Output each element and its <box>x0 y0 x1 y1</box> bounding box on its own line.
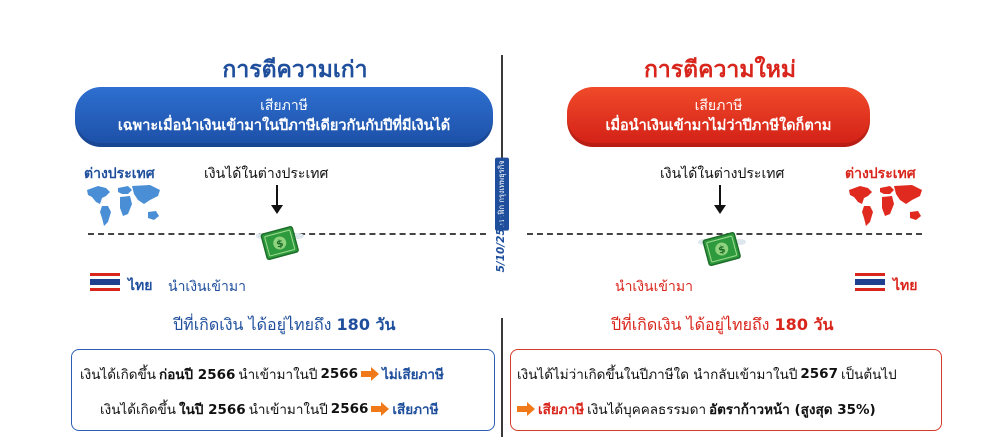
abroad-label-right: ต่างประเทศ <box>845 166 916 182</box>
old-example-row: เงินได้เกิดขึ้นในปี 2566 นำเข้ามาในปี 25… <box>100 398 439 420</box>
old-rule-banner-line1: เสียภาษี <box>260 98 308 114</box>
residency-condition-left: ปีที่เกิดเงิน ได้อยู่ไทยถึง 180 วัน <box>173 313 395 338</box>
row-bold: อัตราก้าวหน้า (สูงสุด 35%) <box>709 402 876 418</box>
row-text: เงินได้บุคคลธรรมดา <box>587 402 707 418</box>
down-arrow-icon <box>271 185 283 214</box>
money-bill-icon: $ <box>698 232 746 267</box>
old-rule-banner-line2: เฉพาะเมื่อนำเงินเข้ามาในปีภาษีเดียวกันกั… <box>117 118 451 134</box>
residency-text: ปีที่เกิดเงิน ได้อยู่ไทยถึง <box>173 315 332 334</box>
right-arrow-icon <box>371 402 390 416</box>
income-abroad-left: เงินได้ในต่างประเทศ <box>204 166 329 182</box>
new-example-row: เงินได้ไม่ว่าเกิดขึ้นในปีภาษีใด นำกลับเข… <box>517 363 897 385</box>
residency-days: 180 วัน <box>774 315 834 334</box>
right-arrow-icon <box>517 402 535 416</box>
residency-days: 180 วัน <box>336 315 396 334</box>
timeline-dash-right <box>527 233 922 235</box>
thailand-label-right: ไทย <box>893 278 918 294</box>
world-map-icon <box>87 185 160 226</box>
new-interpretation-title: การตีความใหม่ <box>643 57 797 83</box>
row-bold: 2567 <box>800 366 838 382</box>
residency-text: ปีที่เกิดเงิน ได้อยู่ไทยถึง <box>611 315 770 334</box>
new-rule-banner-line2: เมื่อนำเงินเข้ามาไม่ว่าปีภาษีใดก็ตาม <box>605 118 832 134</box>
row-text: นำเข้ามาในปี <box>238 367 318 383</box>
old-interpretation-title: การตีความเก่า <box>222 57 368 83</box>
row-bold: 2566 <box>320 366 359 382</box>
row-text: เงินได้เกิดขึ้น <box>100 402 177 418</box>
thai-flag-icon <box>855 273 885 291</box>
right-arrow-icon <box>361 367 380 381</box>
old-examples-box: เงินได้เกิดขึ้นก่อนปี 2566 นำเข้ามาในปี … <box>71 349 495 431</box>
new-examples-box: เงินได้ไม่ว่าเกิดขึ้นในปีภาษีใด นำกลับเข… <box>510 349 942 431</box>
row-bold: ในปี 2566 <box>179 402 246 418</box>
bring-in-label-right: นำเงินเข้ามา <box>615 279 693 295</box>
row-bold: ก่อนปี 2566 <box>159 367 236 383</box>
old-rule-banner: เสียภาษี เฉพาะเมื่อนำเงินเข้ามาในปีภาษีเ… <box>75 87 493 147</box>
new-example-row: เสียภาษี เงินได้บุคคลธรรมดา อัตราก้าวหน้… <box>517 398 876 420</box>
row-bold: 2566 <box>330 401 369 417</box>
old-example-row: เงินได้เกิดขึ้นก่อนปี 2566 นำเข้ามาในปี … <box>80 363 444 385</box>
row-text: นำเข้ามาในปี <box>248 402 328 418</box>
svg-text:$: $ <box>717 244 727 256</box>
new-rule-banner-line1: เสียภาษี <box>694 98 743 114</box>
row-result: เสียภาษี <box>392 402 439 418</box>
row-text: เงินได้ไม่ว่าเกิดขึ้นในปีภาษีใด นำกลับเข… <box>517 367 798 383</box>
credit-date: 5/10/2566 <box>495 213 507 273</box>
down-arrow-icon <box>714 185 726 214</box>
row-text: เงินได้เกิดขึ้น <box>80 367 157 383</box>
thai-flag-icon <box>90 273 120 291</box>
row-result: ไม่เสียภาษี <box>382 367 444 383</box>
money-bill-icon: $ <box>256 226 304 261</box>
row-text: เป็นต้นไป <box>840 367 897 383</box>
world-map-icon <box>849 185 922 226</box>
abroad-label-left: ต่างประเทศ <box>84 166 155 182</box>
income-abroad-right: เงินได้ในต่างประเทศ <box>660 166 785 182</box>
new-rule-banner: เสียภาษี เมื่อนำเงินเข้ามาไม่ว่าปีภาษีใด… <box>567 87 870 147</box>
row-result: เสียภาษี <box>538 402 585 418</box>
thailand-label-left: ไทย <box>128 278 153 294</box>
bring-in-label-left: นำเงินเข้ามา <box>168 279 246 295</box>
svg-text:$: $ <box>275 238 285 250</box>
residency-condition-right: ปีที่เกิดเงิน ได้อยู่ไทยถึง 180 วัน <box>611 313 833 338</box>
